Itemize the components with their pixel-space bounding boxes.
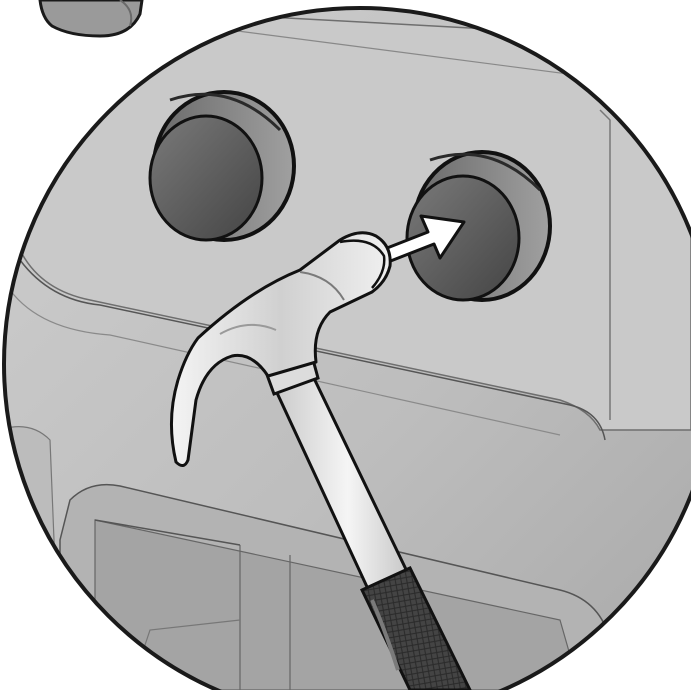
cap-plug-left-icon <box>150 92 294 240</box>
cap-plug-detached-icon <box>40 0 142 36</box>
